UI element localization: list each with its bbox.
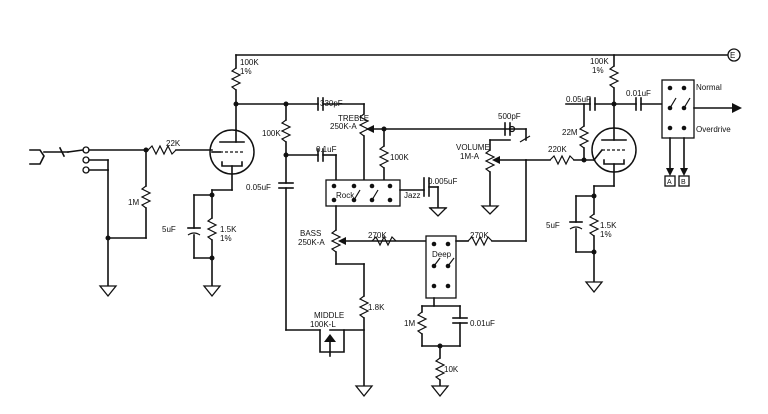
normal-label: Normal: [696, 83, 722, 92]
grid-leak-1m: 1M: [105, 149, 152, 287]
cap-0005uf-label: 0.005uF: [428, 177, 457, 186]
deep-label: Deep: [432, 250, 452, 259]
rock-label: Rock: [336, 191, 355, 200]
ground-1: [98, 285, 118, 298]
resistor-220k: 220K: [548, 145, 595, 166]
cap-500pf-label: 500pF: [498, 112, 521, 121]
cap-005uf-label: 0.05uF: [246, 183, 271, 192]
treble-pot: TREBLE 250K-A: [330, 103, 511, 185]
slope-resistor-label: 100K: [262, 129, 281, 138]
resistor-100k-b: 100K: [378, 128, 409, 181]
normal-overdrive-switch[interactable]: [661, 79, 695, 139]
treble-capacitor-label: 330pF: [320, 99, 343, 108]
jazz-label: Jazz: [404, 191, 420, 200]
cathode-res-1-tol: 1%: [220, 234, 232, 243]
middle-pot-label: MIDDLE: [314, 311, 344, 320]
bass-pot-label: BASS: [300, 229, 321, 238]
slope-resistor-100k: 100K: [262, 103, 292, 156]
output-arrow-icon: [732, 103, 742, 113]
treble-pot-label: TREBLE: [338, 114, 369, 123]
deep-network: 1M 0.01uF 10K: [404, 297, 495, 387]
cathode-res-2-tol: 1%: [600, 230, 612, 239]
grid-resistor-22k: 22K: [147, 139, 213, 156]
supply-label: E: [730, 51, 735, 60]
resistor-100k-b-label: 100K: [390, 153, 409, 162]
bass-pot: BASS 250K-A: [298, 205, 427, 265]
terminal-a-label: A: [667, 179, 672, 186]
resistor-22m: 22M: [562, 103, 590, 161]
cathode-network-2: 5uF 1.5K 1%: [546, 185, 617, 283]
tube-1: [209, 129, 255, 191]
ground-6: [480, 205, 500, 215]
input-jack: [29, 146, 149, 174]
overdrive-terminals: A B: [664, 137, 690, 187]
volume-pot-label: VOLUME: [456, 143, 490, 152]
plate-resistor-2-label: 100K: [590, 57, 609, 66]
volume-pot: 500pF VOLUME 1M-A: [456, 112, 531, 207]
cap-005uf-b: 0.05uF: [565, 95, 615, 111]
resistor-220k-label: 220K: [548, 145, 567, 154]
ground-3: [428, 207, 448, 217]
grid-resistor-22k-label: 22K: [166, 139, 181, 148]
bass-pot-value: 250K-A: [298, 238, 325, 247]
cap-0005uf: 0.005uF: [423, 177, 457, 209]
tube-2: [591, 127, 637, 187]
deep-cap-label: 0.01uF: [470, 319, 495, 328]
supply-terminal: [727, 48, 741, 62]
volume-pot-value: 1M-A: [460, 152, 480, 161]
ground-5: [430, 385, 450, 398]
cathode-res-2-label: 1.5K: [600, 221, 617, 230]
cap-01uf-label: 0.1uF: [316, 145, 337, 154]
overdrive-label: Overdrive: [696, 125, 731, 134]
cathode-cap-2-label: 5uF: [546, 221, 560, 230]
supply-rail: E: [235, 48, 741, 62]
ground-7: [584, 281, 604, 294]
cap-001uf: 0.01uF: [626, 89, 663, 111]
resistor-270k-a-label: 270K: [368, 231, 387, 240]
cap-005uf-b-label: 0.05uF: [566, 95, 591, 104]
deep-switch[interactable]: Deep: [425, 235, 457, 299]
cathode-network-1: 5uF 1.5K 1%: [162, 189, 237, 287]
cap-001uf-label: 0.01uF: [626, 89, 651, 98]
middle-pot-value: 100K-L: [310, 320, 336, 329]
ground-4: [354, 385, 374, 398]
terminal-b-label: B: [681, 179, 686, 186]
treble-pot-value: 250K-A: [330, 122, 357, 131]
ground-2: [202, 285, 222, 298]
plate-resistor-2-tol: 1%: [592, 66, 604, 75]
resistor-270k-b-label: 270K: [470, 231, 489, 240]
resistor-18k-label: 1.8K: [368, 303, 385, 312]
cathode-res-1-label: 1.5K: [220, 225, 237, 234]
treble-capacitor: 330pF: [317, 97, 365, 111]
resistor-270k-b: 270K: [467, 159, 527, 247]
resistor-270k-a: 270K: [368, 231, 397, 247]
plate-resistor-1: 100K 1%: [230, 54, 259, 139]
middle-pot: 1.8K MIDDLE 100K-L: [310, 263, 385, 387]
rock-jazz-switch[interactable]: Rock: [325, 179, 401, 207]
resistor-22m-label: 22M: [562, 128, 578, 137]
deep-resistor-label: 1M: [404, 319, 415, 328]
cap-005uf: 0.05uF: [246, 154, 321, 331]
plate-resistor-2: 100K 1%: [590, 54, 620, 129]
cathode-cap-1-label: 5uF: [162, 225, 176, 234]
plate-resistor-1-tol: 1%: [240, 67, 252, 76]
plate-resistor-1-label: 100K: [240, 58, 259, 67]
grid-leak-1m-label: 1M: [128, 198, 139, 207]
resistor-10k-label: 10K: [444, 365, 459, 374]
